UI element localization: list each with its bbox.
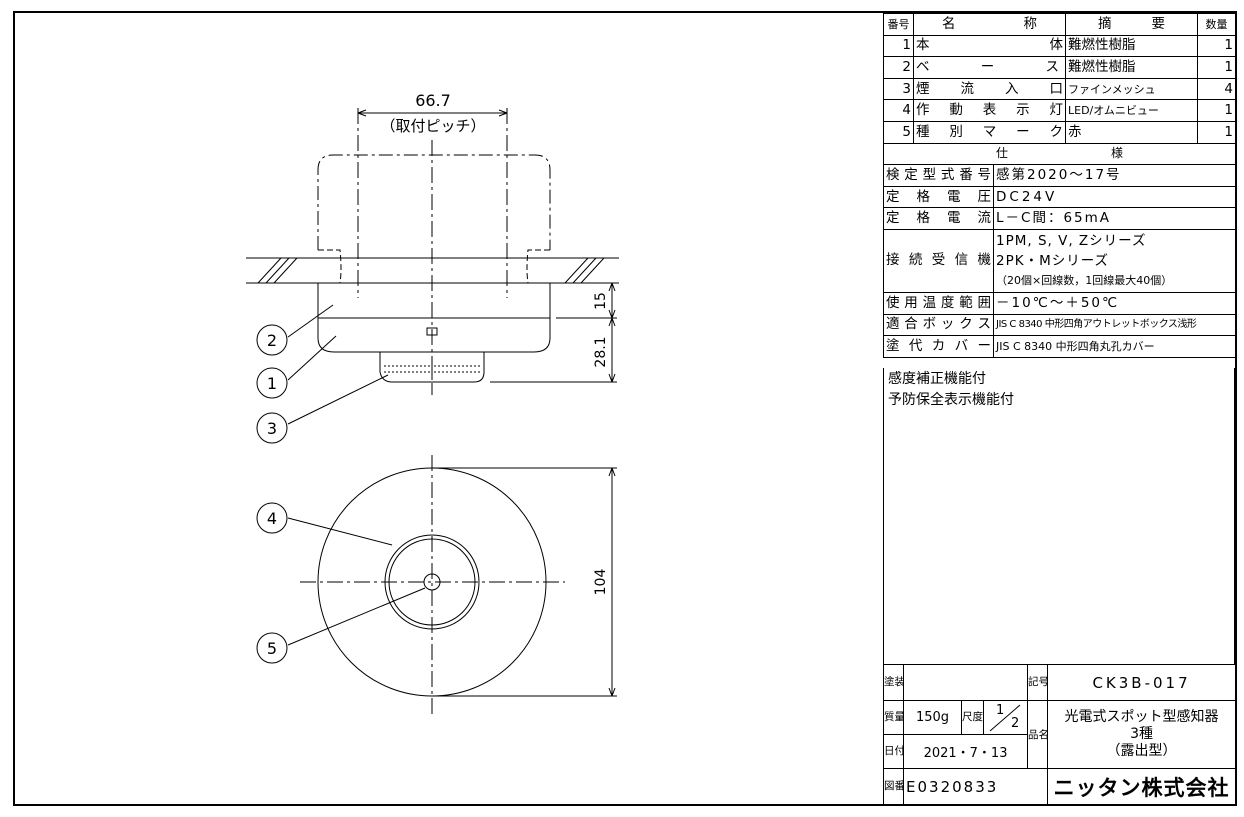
- dim-diameter: 104: [593, 569, 609, 596]
- leader-5: [287, 587, 426, 646]
- height-arrows: [608, 282, 616, 383]
- scale-label: 尺度: [961, 700, 984, 735]
- parts-row: 5 種別マーク 赤 1: [883, 120, 1236, 144]
- symbol-value: CK3B-017: [1047, 664, 1237, 701]
- symbol-label: 記号: [1027, 664, 1049, 701]
- outlet-box-hidden: [317, 154, 551, 250]
- product-label: 品名: [1027, 700, 1049, 769]
- spec-heading-row: 仕様: [883, 142, 1236, 166]
- detector-base: [317, 283, 551, 353]
- cover-hidden-left: [318, 249, 342, 284]
- drawing-no-value: E0320833: [902, 768, 1049, 805]
- title-block: 塗装 記号 CK3B-017 質量 150g 尺度 1 2 品名 光電式スポット…: [883, 664, 1237, 805]
- spec-row: 塗代カバー JIS C 8340 中形四角丸孔カバー: [883, 335, 1236, 358]
- parts-header-row: 番号 名 称 摘 要 数量: [883, 13, 1236, 36]
- dim-pitch-value: 66.7: [415, 91, 451, 110]
- drawing-no-label: 図番: [883, 768, 904, 805]
- scale-value: 1 2: [982, 700, 1029, 735]
- mass-label: 質量: [883, 700, 904, 735]
- balloon-1: [256, 367, 288, 399]
- led-ring-inner: [388, 538, 476, 626]
- balloon-2: [256, 324, 288, 356]
- balloon-label-2: 2: [267, 331, 277, 350]
- smoke-inlet-outline: [379, 352, 485, 383]
- header-name-2: 称: [1023, 15, 1038, 32]
- drawing-sheet-border: [13, 11, 1237, 806]
- balloon-5: [256, 632, 288, 664]
- date-value: 2021・7・13: [902, 734, 1029, 769]
- balloon-label-1: 1: [267, 374, 277, 393]
- paint-label: 塗装: [883, 664, 904, 701]
- ceiling-hatching: [257, 257, 605, 284]
- leader-1: [287, 335, 337, 381]
- note-line: 予防保全表示機能付: [888, 392, 1014, 408]
- leader-2: [287, 304, 334, 338]
- paint-value: [902, 664, 1029, 701]
- mass-value: 150g: [903, 700, 962, 735]
- spec-row: 検定型式番号 感第2020～17号: [883, 164, 1236, 187]
- header-name-1: 名: [942, 15, 956, 32]
- header-summary-2: 要: [1151, 15, 1166, 32]
- note-line: 感度補正機能付: [888, 371, 986, 387]
- dim-base-height: 15: [593, 292, 609, 310]
- spec-row: 定格電流 L－C間：65mA: [883, 207, 1236, 230]
- product-name: 光電式スポット型感知器 3種 （露出型）: [1047, 700, 1237, 769]
- spec-row: 定格電圧 DC24V: [883, 185, 1236, 209]
- company-name: ニッタン株式会社: [1047, 768, 1237, 805]
- balloon-label-5: 5: [267, 639, 277, 658]
- spec-notes: 感度補正機能付 予防保全表示機能付: [883, 368, 1235, 664]
- balloon-label-4: 4: [267, 509, 277, 528]
- cover-hidden-right: [526, 249, 550, 284]
- header-summary-1: 摘: [1098, 15, 1112, 32]
- type-mark-side: [426, 327, 438, 336]
- parts-row: 2 ベース 難燃性樹脂 1: [883, 56, 1236, 79]
- balloon-4: [256, 502, 288, 534]
- spec-row: 使用温度範囲 －10℃～＋50℃: [883, 291, 1236, 315]
- balloon-3: [256, 412, 288, 444]
- parts-row: 1 本体 難燃性樹脂 1: [883, 34, 1236, 58]
- leader-4: [287, 517, 393, 546]
- parts-spec-table: 番号 名 称 摘 要 数量 1 本体 難燃性樹脂 1 2 ベース 難燃性樹脂 1 3…: [883, 13, 1236, 358]
- type-mark-top: [423, 573, 441, 591]
- dim-total-height: 28.1: [593, 336, 609, 367]
- diameter-arrows: [608, 467, 616, 697]
- leader-3: [287, 374, 389, 425]
- led-ring-outer: [384, 534, 480, 630]
- balloon-label-3: 3: [267, 419, 277, 438]
- spec-row: 接続受信機 1PM, S, V, Zシリーズ 2PK・Mシリーズ （20個×回線…: [883, 228, 1236, 293]
- dim-pitch-note: （取付ピッチ）: [380, 117, 485, 135]
- spec-row: 適合ボックス JIS C 8340 中形四角アウトレットボックス浅形: [883, 313, 1236, 337]
- date-label: 日付: [883, 734, 904, 769]
- pitch-arrows: [357, 109, 508, 117]
- parts-row: 4 作動表示灯 LED/オムニビュー 1: [883, 99, 1236, 122]
- header-qty: 数量: [1197, 13, 1236, 36]
- header-no: 番号: [883, 13, 914, 36]
- parts-row: 3 煙流入口 ファインメッシュ 4: [883, 77, 1236, 101]
